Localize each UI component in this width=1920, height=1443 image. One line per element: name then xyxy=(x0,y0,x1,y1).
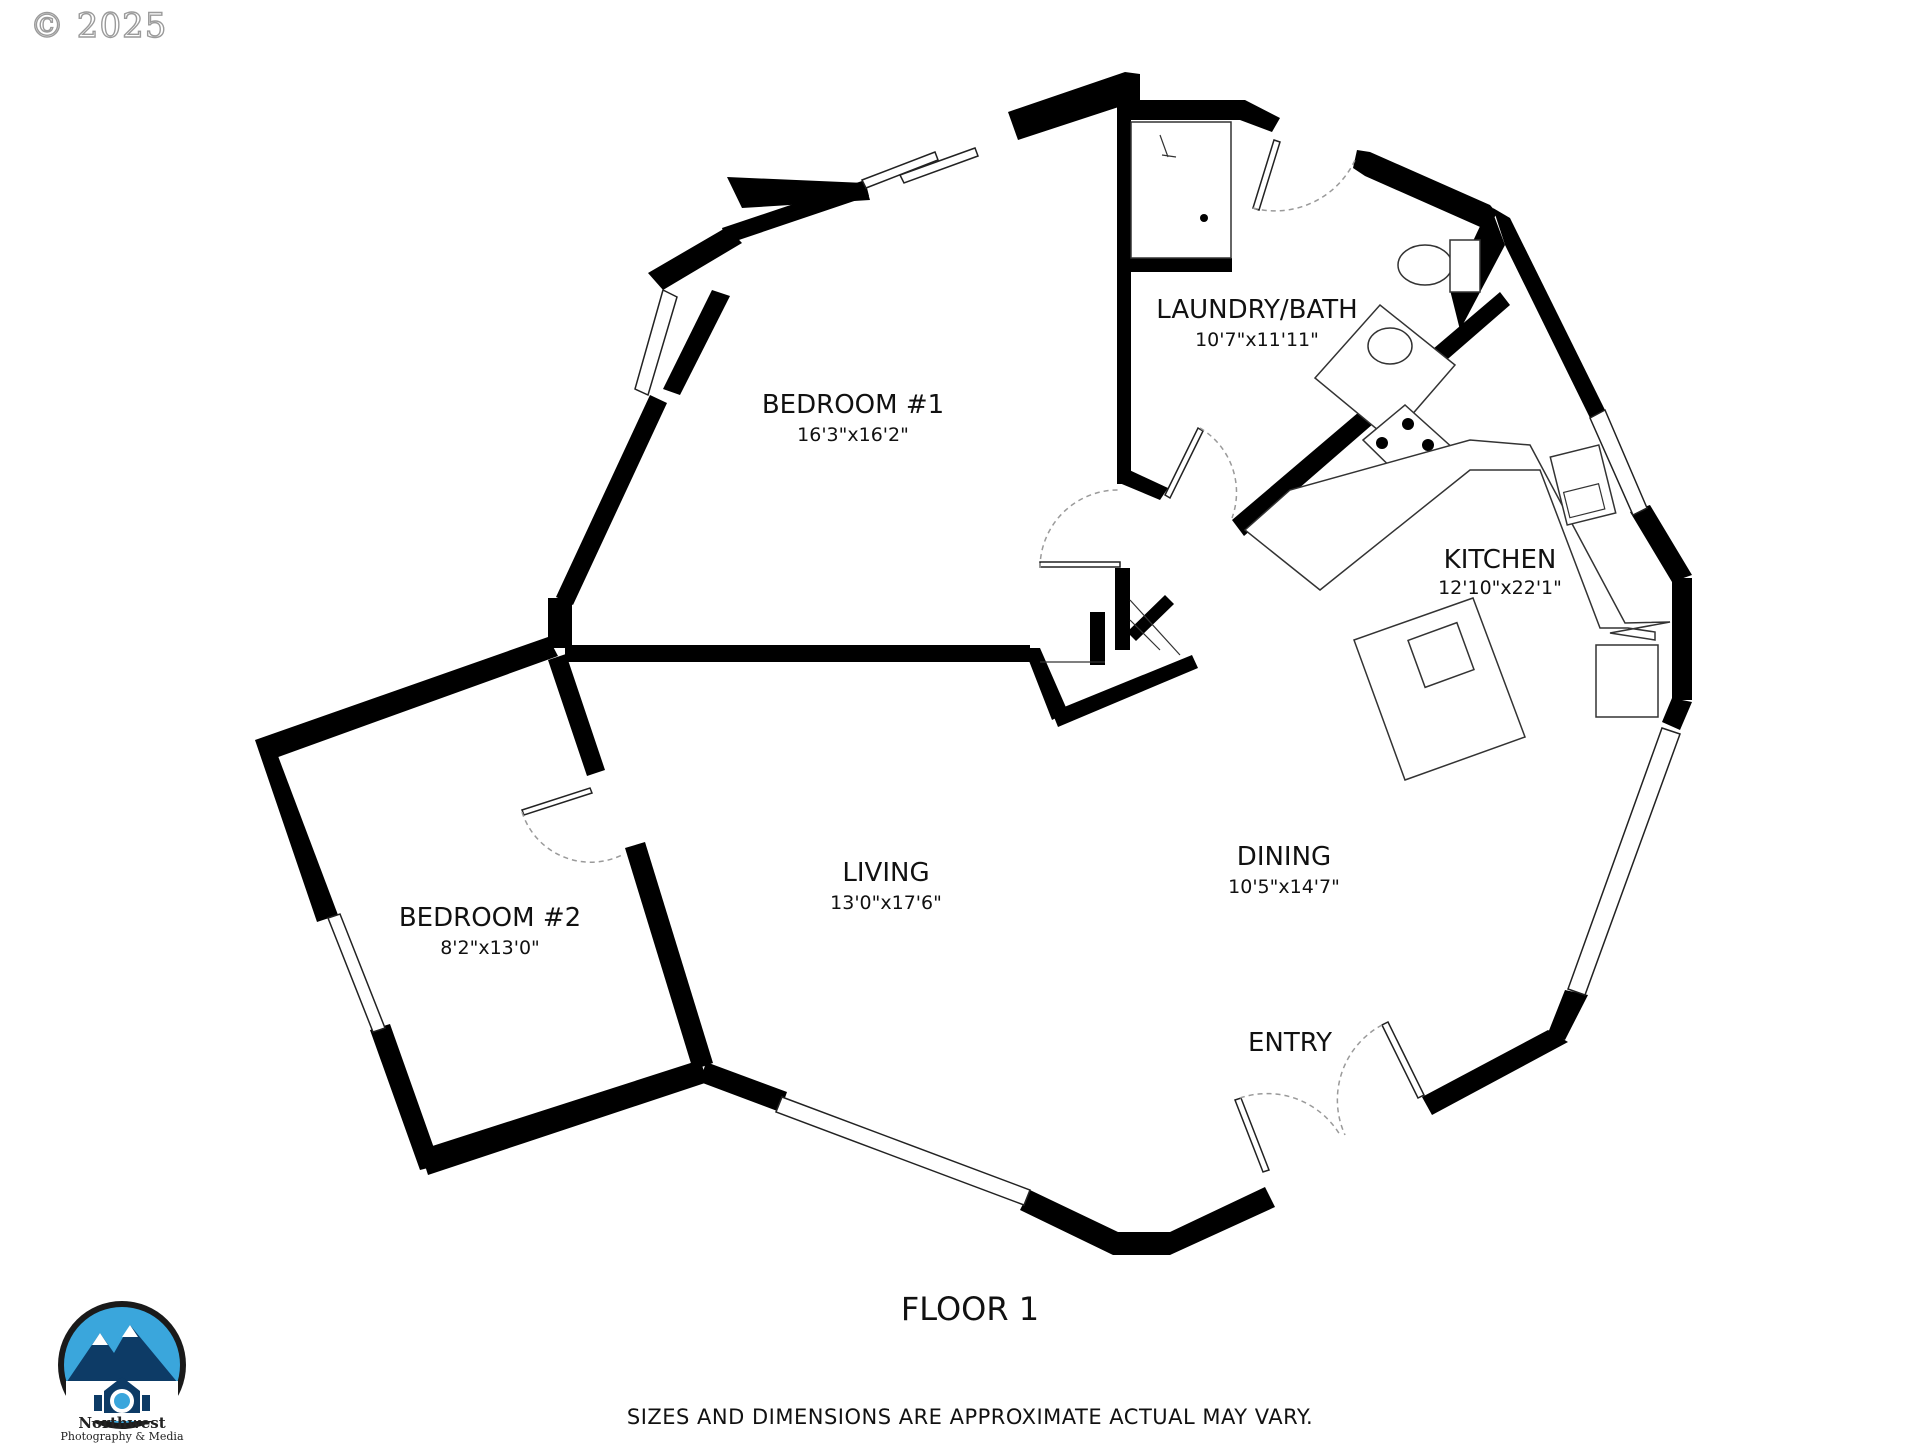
stove-burner-1 xyxy=(1376,437,1388,449)
door-laundry-leaf xyxy=(1164,426,1204,500)
room-name-laundry-bath: LAUNDRY/BATH xyxy=(1156,295,1357,325)
wall-bedroom1-corner-nw xyxy=(648,227,742,290)
doors xyxy=(521,139,1426,1173)
door-entry-left-swing xyxy=(1239,1092,1341,1136)
disclaimer: SIZES AND DIMENSIONS ARE APPROXIMATE ACT… xyxy=(626,1405,1314,1429)
room-name-entry: ENTRY xyxy=(1248,1028,1332,1058)
wall-kitchen-east-upper xyxy=(1493,208,1605,418)
wall-kitchen-east-mid xyxy=(1630,505,1692,582)
wall-living-south-west xyxy=(700,1062,787,1112)
wall-bedroom1-laundry-upper xyxy=(1117,100,1131,484)
wall-dining-east-corner xyxy=(1662,698,1692,730)
room-labels: BEDROOM #1 16'3"x16'2" LAUNDRY/BATH 10'7… xyxy=(399,295,1562,1058)
stove-burner-3 xyxy=(1422,439,1434,451)
toilet-tank xyxy=(1449,239,1481,293)
wall-bedroom2-west-upper xyxy=(255,740,338,922)
room-dims-laundry-bath: 10'7"x11'11" xyxy=(1195,329,1319,351)
window-bedroom1-north-b xyxy=(898,147,979,184)
door-bedroom2-leaf xyxy=(521,787,593,816)
room-name-dining: DINING xyxy=(1237,842,1331,872)
wall-bedroom2-south xyxy=(420,1060,708,1175)
logo-snow-right xyxy=(122,1325,138,1337)
wall-entry-east xyxy=(1422,1030,1568,1115)
copyright-watermark: © 2025 xyxy=(29,5,168,46)
wall-kitchen-east xyxy=(1672,578,1692,700)
logo-company-name: Northwest xyxy=(78,1414,166,1432)
toilet xyxy=(1397,244,1453,286)
company-logo-icon xyxy=(58,1301,186,1429)
room-name-kitchen: KITCHEN xyxy=(1444,545,1557,575)
wall-bedroom1-southwest xyxy=(548,598,572,648)
logo-mountain xyxy=(66,1325,178,1383)
vanity-sink xyxy=(1367,327,1413,365)
island-sink xyxy=(1407,621,1475,689)
fixtures xyxy=(1040,121,1671,781)
shower-drain xyxy=(1200,214,1208,222)
door-bedroom2-swing xyxy=(521,811,623,863)
door-bedroom1-swing xyxy=(1039,489,1121,569)
room-dims-living: 13'0"x17'6" xyxy=(830,892,942,914)
logo-company-subtitle: Photography & Media xyxy=(60,1430,184,1443)
window-dining-east xyxy=(1567,727,1681,996)
wall-closet-corner xyxy=(1090,612,1105,665)
floor-title: FLOOR 1 xyxy=(900,1290,1040,1328)
wall-bedroom1-living xyxy=(565,645,1030,662)
wall-bedroom2-east-upper xyxy=(548,654,605,776)
shower-head xyxy=(1159,134,1177,158)
wall-laundry-north xyxy=(1118,100,1280,132)
door-entry-left-leaf xyxy=(1234,1097,1270,1173)
refrigerator xyxy=(1595,644,1659,718)
room-name-bedroom1: BEDROOM #1 xyxy=(762,390,944,420)
wall-stair-diag xyxy=(1127,595,1174,641)
wall-laundry-shower-bottom xyxy=(1125,258,1232,272)
kitchen-counter xyxy=(1243,439,1671,641)
room-dims-dining: 10'5"x14'7" xyxy=(1228,876,1340,898)
windows xyxy=(327,147,1681,1206)
wall-dining-southeast xyxy=(1548,990,1588,1040)
door-laundry-swing xyxy=(1199,427,1238,519)
stove-burner-2 xyxy=(1402,418,1414,430)
wall-bedroom2-north xyxy=(255,637,558,760)
room-dims-bedroom2: 8'2"x13'0" xyxy=(440,937,540,959)
window-bedroom1-west xyxy=(634,288,678,397)
wall-laundry-door-stub xyxy=(1117,468,1168,500)
closet-stair-lines xyxy=(1040,599,1181,663)
shower xyxy=(1130,121,1232,259)
wall-living-south-east xyxy=(1020,1187,1275,1255)
kitchen-island xyxy=(1353,597,1526,781)
room-dims-kitchen: 12'10"x22'1" xyxy=(1438,577,1562,599)
vanity xyxy=(1313,303,1457,442)
wall-bedroom1-west-lower xyxy=(556,395,667,605)
window-living-south xyxy=(775,1096,1031,1206)
logo-snow-left xyxy=(92,1333,108,1345)
door-laundry-north-leaf xyxy=(1252,139,1281,211)
wall-bedroom1-west-upper xyxy=(663,290,730,395)
kitchen-sink-basin xyxy=(1562,483,1606,519)
wall-closet-step xyxy=(1024,648,1068,720)
logo-lens-inner xyxy=(114,1393,130,1409)
exterior-walls xyxy=(255,72,1692,1255)
wall-bedroom2-east-lower xyxy=(625,842,713,1070)
wall-bedroom1-north-a xyxy=(722,180,869,244)
window-bedroom2-west xyxy=(327,913,386,1033)
wall-bath-northeast xyxy=(1353,150,1497,230)
logo-wing-left xyxy=(94,1395,102,1411)
door-entry-right-leaf xyxy=(1380,1020,1426,1100)
room-name-living: LIVING xyxy=(842,858,929,888)
door-bedroom1-leaf xyxy=(1039,561,1121,568)
wall-closet-bottom xyxy=(1052,655,1198,727)
wall-stair-block xyxy=(1115,568,1130,650)
room-name-bedroom2: BEDROOM #2 xyxy=(399,903,581,933)
logo-wing-right xyxy=(142,1395,150,1411)
wall-north-stub xyxy=(1008,72,1140,140)
window-kitchen-east xyxy=(1589,408,1648,517)
door-entry-right-swing xyxy=(1336,1024,1383,1136)
window-bedroom1-north xyxy=(860,151,939,189)
room-dims-bedroom1: 16'3"x16'2" xyxy=(797,424,909,446)
wall-bedroom2-west-lower xyxy=(370,1024,440,1170)
